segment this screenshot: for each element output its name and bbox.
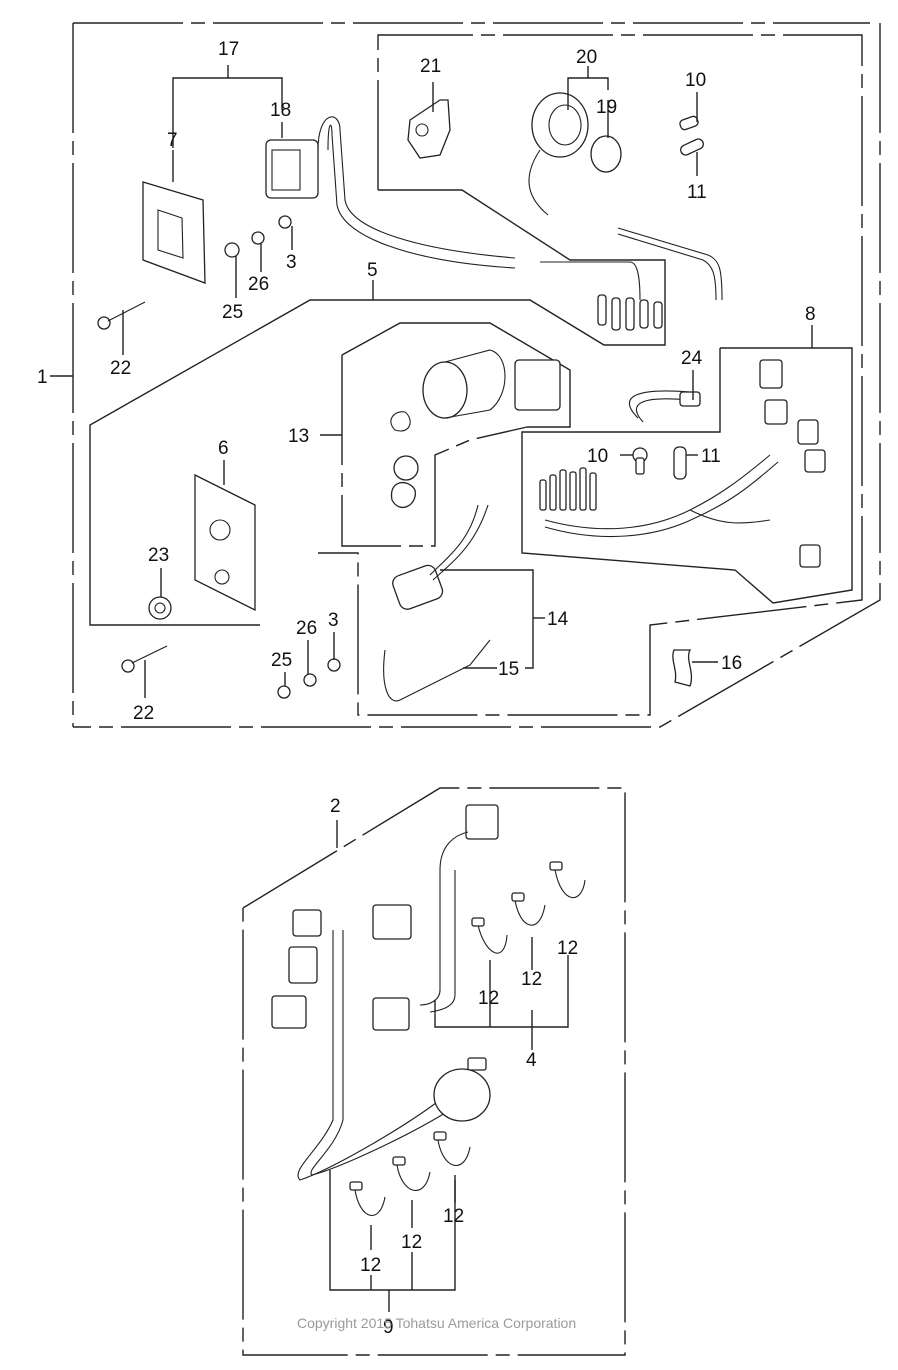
part-21-bracket bbox=[407, 99, 451, 159]
part-7-panel-plate bbox=[142, 181, 206, 284]
sub-assembly-box-gauge bbox=[89, 34, 863, 716]
part-12-clips-lower bbox=[349, 1131, 471, 1217]
part-19-lens bbox=[590, 135, 622, 173]
callout-12-upper-c: 12 bbox=[557, 938, 578, 959]
sub-assembly-box-key-switch bbox=[320, 322, 571, 547]
callout-22-top: 22 bbox=[110, 358, 131, 379]
callout-19: 19 bbox=[596, 97, 617, 118]
leader-lines-assembly-2 bbox=[329, 937, 569, 1312]
leader-lines-assembly-1 bbox=[122, 65, 813, 698]
sub-assembly-box-harness bbox=[521, 347, 853, 604]
callout-20: 20 bbox=[576, 47, 597, 68]
callout-24: 24 bbox=[681, 348, 703, 369]
callout-12-lower-b: 12 bbox=[401, 1232, 422, 1253]
callout-26-bottom: 26 bbox=[296, 618, 317, 639]
callout-25-top: 25 bbox=[222, 302, 243, 323]
callout-14: 14 bbox=[547, 609, 569, 630]
callout-3-top: 3 bbox=[286, 252, 297, 273]
callout-17: 17 bbox=[218, 39, 239, 60]
callout-18: 18 bbox=[270, 100, 291, 121]
callout-26-top: 26 bbox=[248, 274, 269, 295]
callout-6: 6 bbox=[218, 438, 229, 459]
part-11-socket-harness bbox=[673, 446, 687, 480]
callout-21: 21 bbox=[420, 56, 441, 77]
callout-5: 5 bbox=[367, 260, 378, 281]
callout-labels: 1 17 18 7 3 26 25 22 5 21 20 19 10 11 8 … bbox=[37, 39, 816, 1338]
callout-23: 23 bbox=[148, 545, 169, 566]
callout-7: 7 bbox=[167, 130, 178, 151]
callout-11-harness: 11 bbox=[701, 446, 721, 467]
part-6-mounting-plate bbox=[194, 473, 256, 612]
part-11-socket-top bbox=[680, 138, 704, 156]
callout-12-upper-a: 12 bbox=[478, 988, 499, 1009]
part-22-screw-top bbox=[97, 301, 146, 330]
callout-2: 2 bbox=[330, 796, 341, 817]
part-23-nut bbox=[148, 596, 172, 620]
assembly-2-boundary bbox=[242, 787, 626, 1356]
callout-15: 15 bbox=[498, 659, 519, 680]
callout-13: 13 bbox=[288, 426, 309, 447]
part-connector-bundle-top bbox=[540, 261, 663, 331]
callout-1: 1 bbox=[37, 367, 48, 388]
callout-8: 8 bbox=[805, 304, 816, 325]
part-13-key-switch bbox=[390, 349, 561, 509]
callout-12-upper-b: 12 bbox=[521, 969, 542, 990]
part-24-strap bbox=[628, 390, 701, 423]
part-gauge-cable bbox=[617, 227, 723, 301]
callout-10-top: 10 bbox=[685, 70, 706, 91]
copyright-watermark: Copyright 2015 Tohatsu America Corporati… bbox=[297, 1315, 576, 1331]
callout-3-bottom: 3 bbox=[328, 610, 339, 631]
part-22-screw-bottom bbox=[121, 645, 168, 673]
part-washers-bottom bbox=[277, 658, 341, 699]
callout-22-bottom: 22 bbox=[133, 703, 154, 724]
part-12-clips-upper bbox=[471, 861, 586, 954]
part-washers-top bbox=[224, 215, 292, 258]
part-10-bulb-harness bbox=[632, 447, 648, 475]
callout-4: 4 bbox=[526, 1050, 537, 1071]
callout-12-lower-a: 12 bbox=[360, 1255, 381, 1276]
callout-12-lower-c: 12 bbox=[443, 1206, 464, 1227]
callout-25-bottom: 25 bbox=[271, 650, 292, 671]
part-15-lanyard bbox=[383, 639, 491, 702]
callout-16: 16 bbox=[721, 653, 742, 674]
part-10-bulb-top bbox=[679, 115, 699, 131]
assembly-1-boundary bbox=[50, 22, 881, 728]
part-20-gauge bbox=[528, 92, 589, 216]
callout-9: 9 bbox=[383, 1317, 394, 1338]
part-8-wire-harness bbox=[539, 359, 826, 568]
callout-10-harness: 10 bbox=[587, 446, 608, 467]
callout-11-top: 11 bbox=[687, 182, 707, 203]
part-18-switch bbox=[265, 116, 516, 269]
part-14-stop-switch bbox=[392, 504, 489, 610]
part-16-clip bbox=[672, 649, 693, 687]
part-2-wire-harness bbox=[271, 804, 499, 1181]
